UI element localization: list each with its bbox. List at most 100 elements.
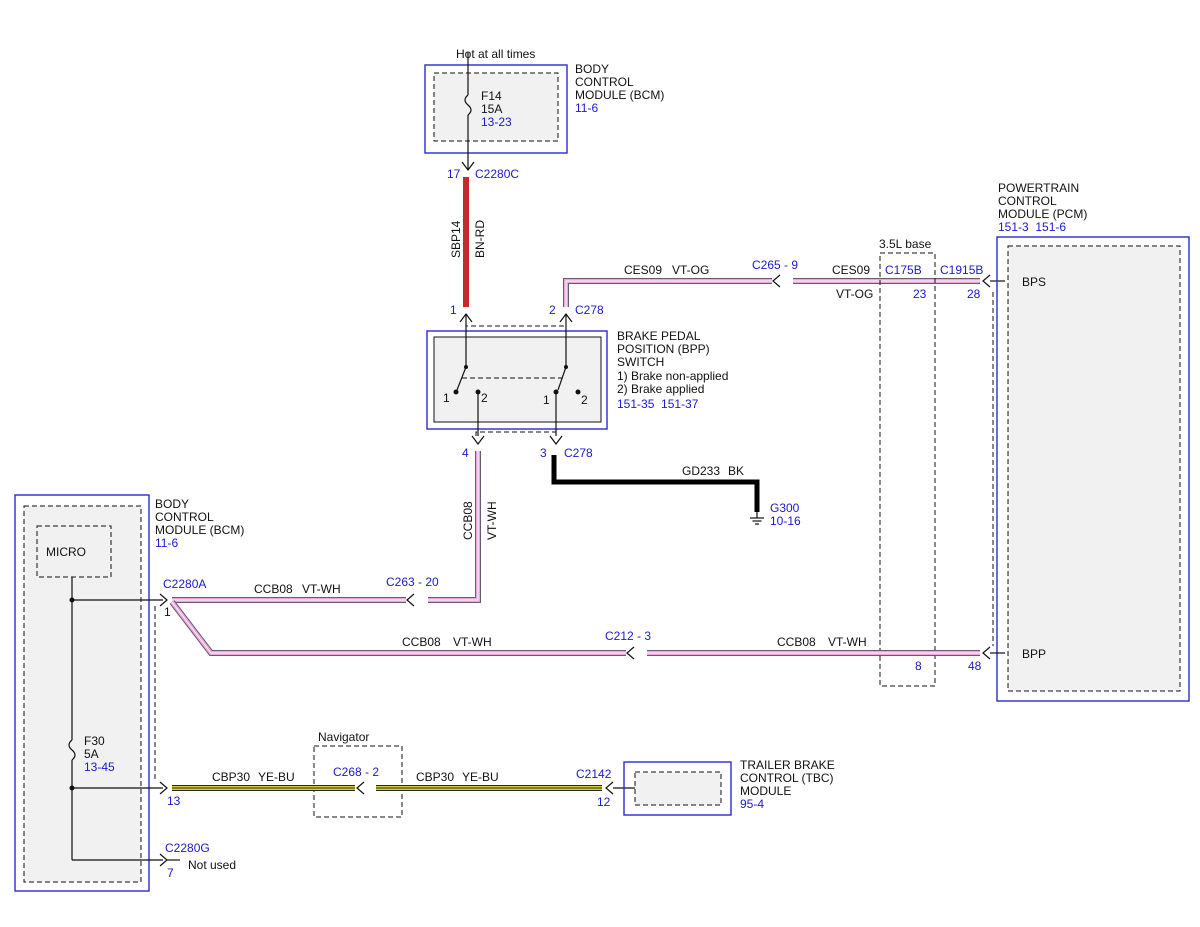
tbc-ref[interactable]: 95-4 [740,797,764,811]
contact-left-2: 2 [481,391,488,405]
wire-ccb08-lower-circuit-left: CCB08 [402,635,441,649]
fuse-f14-icon [464,94,472,116]
wire-ces09-circuit-right: CES09 [832,263,870,277]
tbc-title-line2: CONTROL (TBC) [740,771,834,785]
navigator-box [313,745,403,818]
wire-gd233-color: BK [728,464,744,478]
fuse-f14-ref[interactable]: 13-23 [481,115,512,129]
bcm-main-title-line3: MODULE (BCM) [155,523,244,537]
bcm-main-module[interactable] [14,494,150,892]
wire-ccb08-upper[interactable] [172,451,481,607]
bcm-top-module[interactable] [424,64,568,154]
bpp-refs[interactable]: 151-35 151-37 [617,397,699,411]
variant-pin-bottom: 8 [915,659,922,673]
variant-connector[interactable]: C175B [885,263,922,277]
bpp-title-line3: SWITCH [617,355,664,369]
pcm-title-line2: CONTROL [998,194,1057,208]
wire-ccb08-lower-color-right: VT-WH [828,635,867,649]
wire-sbp14-color: BN-RD [473,220,487,258]
wire-ces09-circuit: CES09 [624,263,662,277]
wire-ccb08-vertical-color: VT-WH [485,501,499,540]
supply-label: Hot at all times [456,47,535,61]
contact-right-2: 2 [581,393,588,407]
bpp-connector-top[interactable]: C278 [575,303,604,317]
wire-ccb08-upper-color: VT-WH [302,582,341,596]
pcm-title-line3: MODULE (PCM) [998,207,1087,221]
fuse-f14-rating: 15A [481,102,502,116]
bcm-main-title-line1: BODY [155,497,189,511]
bpp-state-2: 2) Brake applied [617,382,704,396]
fuse-f30-ref[interactable]: 13-45 [84,760,115,774]
pcm-input-bps: BPS [1022,275,1046,289]
bcm-pin-7: 7 [167,866,174,880]
wire-ccb08-lower-circuit-right: CCB08 [777,635,816,649]
wire-ccb08-upper-circuit: CCB08 [254,582,293,596]
fuse-f30-icon [68,739,76,761]
tbc-module[interactable] [623,761,732,816]
bcm-main-ref[interactable]: 11-6 [155,536,178,550]
bpp-switch-module[interactable] [426,330,608,430]
tbc-title-line1: TRAILER BRAKE [740,758,835,772]
wire-cbp30-circuit-left: CBP30 [212,770,250,784]
bcm-pin-13: 13 [167,794,181,808]
wire-gd233[interactable] [551,455,760,512]
fuse-f30-rating: 5A [84,747,99,761]
bcm-top-ref[interactable]: 11-6 [575,101,598,115]
wire-ccb08-vertical-circuit: CCB08 [461,501,475,540]
bpp-pin-4: 4 [462,446,469,460]
bpp-state-1: 1) Brake non-applied [617,369,728,383]
pcm-pin-bps: 28 [967,287,981,301]
wire-ccb08-lower[interactable] [169,600,1005,660]
bcm-connector-a[interactable]: C2280A [163,577,206,591]
wire-cbp30[interactable] [172,781,635,795]
pcm-title-line1: POWERTRAIN [998,181,1079,195]
contact-left-1: 1 [443,391,450,405]
variant-box [879,252,936,687]
bcm-pin-1: 1 [164,605,171,619]
bpp-title-line2: POSITION (BPP) [617,342,710,356]
fuse-f14-name: F14 [481,89,502,103]
bcm-top-title-line1: BODY [575,62,609,76]
bcm-main-title-line2: CONTROL [155,510,214,524]
bpp-pin-2: 2 [549,303,556,317]
micro-label: MICRO [46,545,86,559]
navigator-label: Navigator [318,730,369,744]
pcm-pin-bpp: 48 [968,659,982,673]
wire-gd233-circuit: GD233 [682,464,720,478]
wire-ces09-color-right: VT-OG [836,287,873,301]
ground-g300[interactable]: G300 [770,501,800,515]
variant-pin-top: 23 [913,287,927,301]
pcm-connector[interactable]: C1915B [940,263,983,277]
inline-c265[interactable]: C265 - 9 [752,258,798,272]
tbc-connector[interactable]: C2142 [576,767,612,781]
inline-c263[interactable]: C263 - 20 [386,575,439,589]
wire-cbp30-color-right: YE-BU [462,770,499,784]
pcm-module[interactable] [996,236,1190,702]
bcm-top-pin: 17 [447,167,461,181]
bcm-connector-g[interactable]: C2280G [165,841,210,855]
wire-ces09-color: VT-OG [672,263,709,277]
bpp-pin-1: 1 [450,303,457,317]
bpp-pin-3: 3 [540,446,547,460]
variant-label: 3.5L base [879,237,932,251]
bcm-top-title-line2: CONTROL [575,75,634,89]
bpp-connector-bottom[interactable]: C278 [564,446,593,460]
inline-c212[interactable]: C212 - 3 [605,629,651,643]
switch-left-blade [456,366,467,391]
tbc-title-line3: MODULE [740,784,791,798]
wire-ces09[interactable] [563,274,1005,307]
wire-cbp30-color-left: YE-BU [258,770,295,784]
bcm-top-title-line3: MODULE (BCM) [575,88,664,102]
micro-box [36,525,112,578]
not-used-label: Not used [188,858,236,872]
pcm-input-bpp: BPP [1022,647,1046,661]
wire-ccb08-lower-color-left: VT-WH [453,635,492,649]
inline-c268[interactable]: C268 - 2 [333,765,379,779]
bcm-top-connector[interactable]: C2280C [475,167,519,181]
pcm-refs[interactable]: 151-3 151-6 [998,220,1066,234]
tbc-pin: 12 [597,795,611,809]
wire-sbp14-circuit: SBP14 [449,220,463,258]
ground-ref[interactable]: 10-16 [770,514,801,528]
bpp-title-line1: BRAKE PEDAL [617,329,701,343]
wire-cbp30-circuit-right: CBP30 [416,770,454,784]
